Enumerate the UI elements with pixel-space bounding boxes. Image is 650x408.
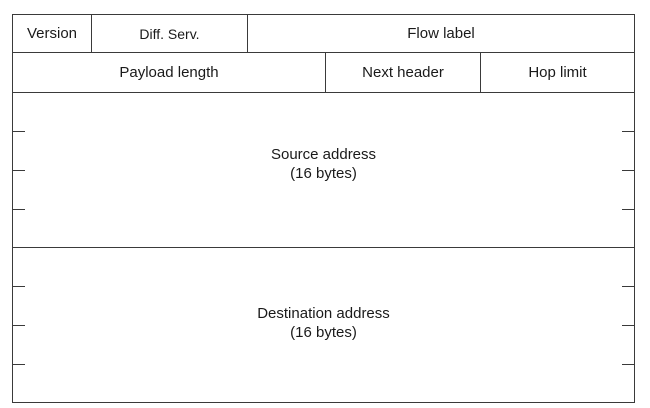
next-header-field: Next header <box>326 53 481 92</box>
source-tick-left-2 <box>13 170 25 171</box>
version-label: Version <box>26 25 78 42</box>
hop-limit-label: Hop limit <box>528 64 587 81</box>
destination-address-title: Destination address <box>257 305 390 322</box>
ipv6-header-diagram: Version Diff. Serv. Flow label Payload l… <box>12 14 635 403</box>
source-tick-left-3 <box>13 209 25 210</box>
source-tick-left-1 <box>13 131 25 132</box>
destination-address-field: Destination address (16 bytes) <box>13 248 634 402</box>
flow-label-field: Flow label <box>248 15 634 52</box>
source-tick-right-2 <box>622 170 634 171</box>
destination-tick-right-2 <box>622 325 634 326</box>
source-address-field: Source address (16 bytes) <box>13 93 634 248</box>
diff-serv-field: Diff. Serv. <box>92 15 248 52</box>
header-row-1: Version Diff. Serv. Flow label <box>13 15 634 53</box>
payload-length-label: Payload length <box>119 64 219 81</box>
hop-limit-field: Hop limit <box>481 53 634 92</box>
destination-tick-left-2 <box>13 325 25 326</box>
source-tick-right-3 <box>622 209 634 210</box>
source-address-size: (16 bytes) <box>290 165 357 182</box>
destination-tick-right-3 <box>622 364 634 365</box>
destination-tick-right-1 <box>622 286 634 287</box>
version-field: Version <box>13 15 92 52</box>
destination-address-size: (16 bytes) <box>290 324 357 341</box>
flow-label-label: Flow label <box>407 25 475 42</box>
diff-serv-label: Diff. Serv. <box>139 25 200 42</box>
source-tick-right-1 <box>622 131 634 132</box>
destination-tick-left-3 <box>13 364 25 365</box>
next-header-label: Next header <box>362 64 444 81</box>
payload-length-field: Payload length <box>13 53 326 92</box>
destination-tick-left-1 <box>13 286 25 287</box>
header-row-2: Payload length Next header Hop limit <box>13 53 634 93</box>
source-address-title: Source address <box>270 146 377 163</box>
